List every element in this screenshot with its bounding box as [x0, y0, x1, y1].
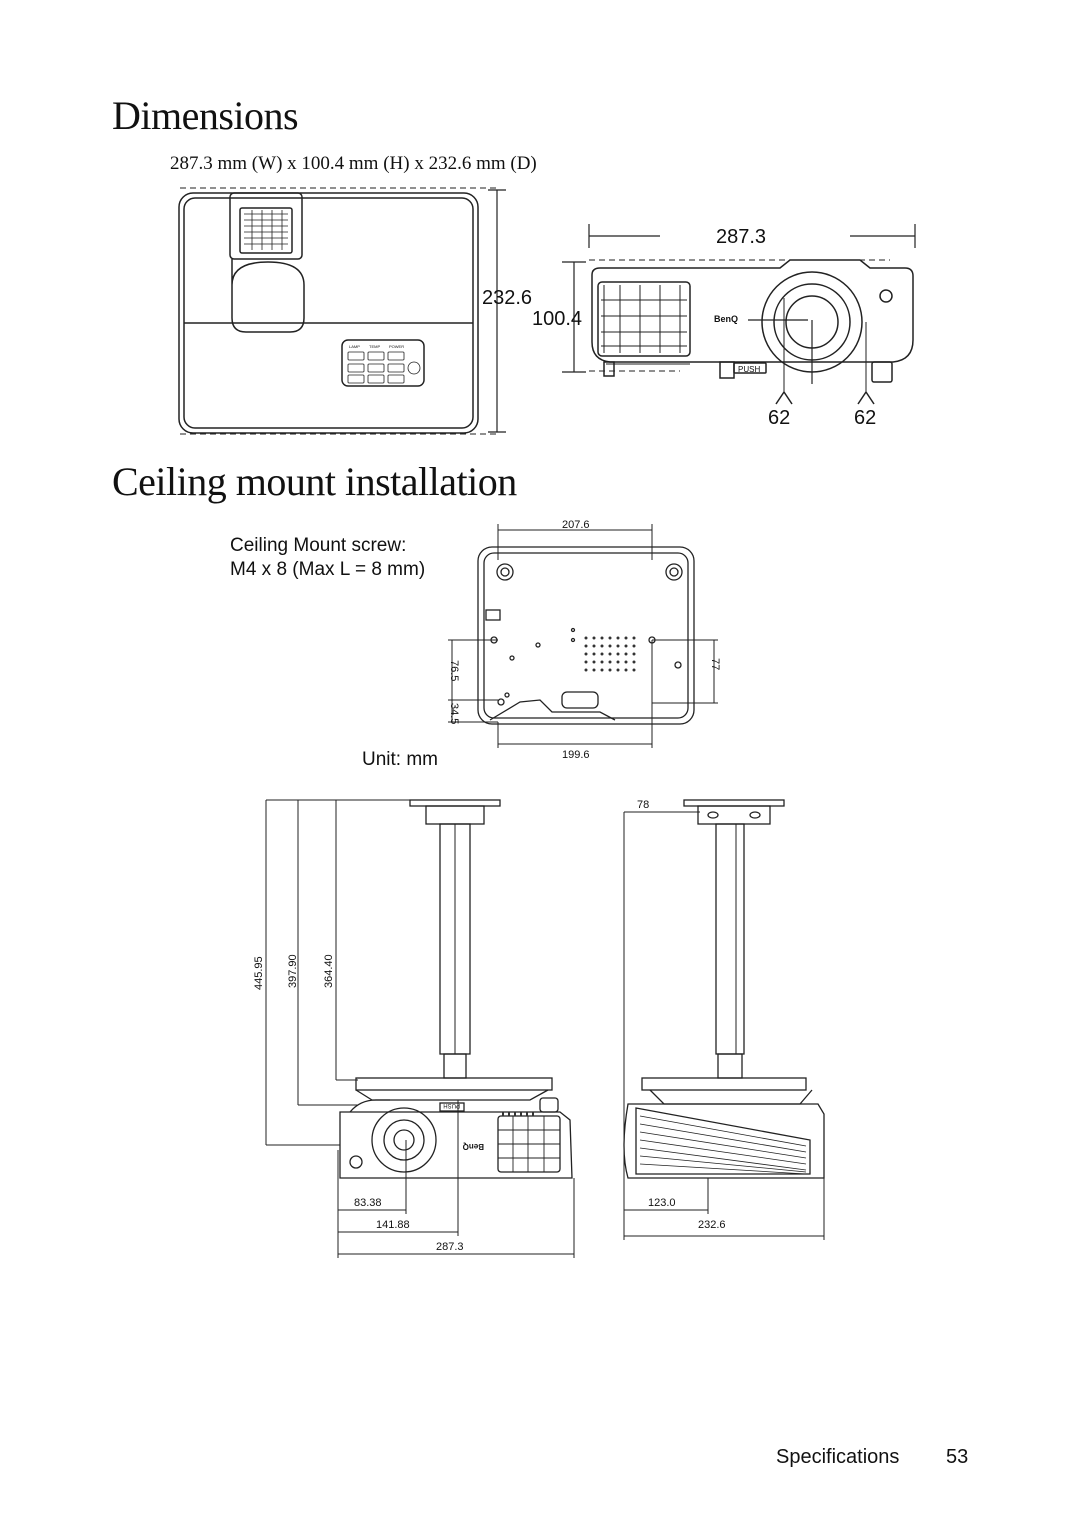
heading-ceiling-mount: Ceiling mount installation: [112, 459, 517, 504]
side-top-dim: 78: [637, 799, 649, 811]
keypad-lamp: LAMP: [349, 344, 360, 349]
unit-label: Unit: mm: [362, 749, 438, 770]
keypad-power: POWER: [389, 344, 404, 349]
footer-section: Specifications: [776, 1446, 900, 1468]
bottom-left-dim-1: 76.5: [448, 660, 460, 681]
page-number: 53: [946, 1446, 969, 1468]
ceiling-mount-side-view: [623, 799, 825, 1240]
bottom-width-top: 207.6: [562, 519, 590, 531]
heading-dimensions: Dimensions: [112, 93, 299, 138]
push-label-mount: PUSH: [443, 1102, 460, 1108]
projector-top-view: LAMP TEMP POWER: [178, 187, 506, 435]
side-width-2: 232.6: [698, 1219, 726, 1231]
bottom-width-bottom: 199.6: [562, 749, 590, 761]
ceiling-screw-label: Ceiling Mount screw:: [230, 535, 407, 556]
push-label-front: PUSH: [738, 365, 760, 374]
mount-width-1: 83.38: [354, 1197, 382, 1209]
width-value: 287.3: [716, 226, 766, 248]
foot-right-value: 62: [854, 407, 876, 429]
bottom-right-dim: 77: [709, 658, 721, 670]
height-value: 100.4: [532, 308, 582, 330]
mount-width-3: 287.3: [436, 1241, 464, 1253]
brand-logo-mount: BenQ: [463, 1142, 484, 1151]
projector-bottom-view: [448, 524, 718, 748]
mount-height-1: 445.95: [253, 956, 265, 990]
mount-width-2: 141.88: [376, 1219, 410, 1231]
brand-logo-front: BenQ: [714, 314, 738, 324]
bottom-left-dim-2: 34.5: [448, 703, 460, 724]
side-width-1: 123.0: [648, 1197, 676, 1209]
mount-height-2: 397.90: [287, 954, 299, 988]
depth-value: 232.6: [482, 287, 532, 309]
mount-front-grille: [502, 1112, 534, 1116]
mount-height-3: 364.40: [323, 954, 335, 988]
projector-front-view: [562, 224, 916, 405]
bottom-vent-grid: [584, 636, 636, 672]
keypad-temp: TEMP: [369, 344, 380, 349]
ceiling-screw-spec: M4 x 8 (Max L = 8 mm): [230, 559, 426, 580]
ceiling-mount-front-view: [265, 799, 575, 1258]
dimensions-line: 287.3 mm (W) x 100.4 mm (H) x 232.6 mm (…: [170, 153, 537, 174]
foot-left-value: 62: [768, 407, 790, 429]
